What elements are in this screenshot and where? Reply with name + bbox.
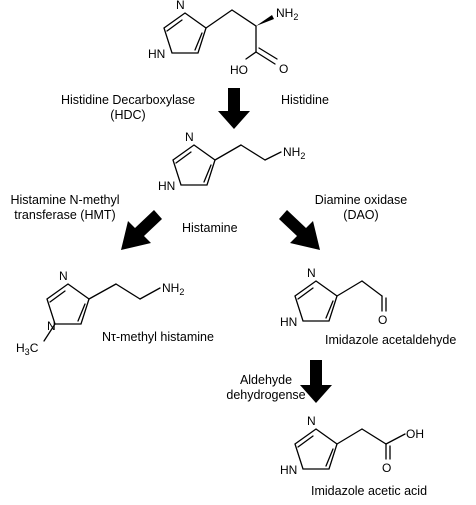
methylhistamine-name-prefix: N bbox=[102, 330, 112, 344]
histidine-ring-double-bond bbox=[166, 19, 183, 32]
acid-ring-double-bond bbox=[325, 448, 334, 467]
histamine-atom-n: N bbox=[185, 130, 194, 144]
histamine-name: Histamine bbox=[182, 221, 238, 235]
enzyme-hdc-line2: (HDC) bbox=[110, 108, 146, 122]
aldehyde-ring-double-bond bbox=[325, 300, 334, 319]
acid-ring bbox=[294, 428, 338, 470]
histamine-ring-double-bond bbox=[203, 164, 212, 183]
histamine-atom-nh2: NH2 bbox=[283, 145, 305, 161]
methylhistamine-name-tau: τ bbox=[111, 330, 116, 344]
histamine-chain-bond bbox=[240, 144, 266, 161]
methylhistamine-ring-double-bond bbox=[49, 290, 66, 303]
histidine-calpha-bond bbox=[231, 9, 257, 27]
histidine-atom-nh2: NH2 bbox=[276, 6, 298, 22]
methylhistamine-atom-n-top: N bbox=[59, 269, 68, 283]
aldehyde-structure: N HN O bbox=[280, 266, 387, 329]
histidine-oh-bond bbox=[245, 51, 257, 60]
histidine-atom-o: O bbox=[279, 62, 288, 76]
histidine-ch2-bond bbox=[205, 9, 233, 29]
aldehyde-atom-n: N bbox=[307, 266, 316, 280]
aldehyde-ch2-bond bbox=[336, 280, 363, 297]
histamine-atom-hn: HN bbox=[158, 179, 175, 193]
methylhistamine-chain-bond bbox=[115, 283, 141, 300]
methylhistamine-amine-bond bbox=[139, 287, 161, 300]
arrow-aldh bbox=[300, 360, 332, 403]
acid-carboxyl-bond bbox=[361, 428, 387, 445]
enzyme-hmt-line1: Histamine N-methyl bbox=[10, 193, 120, 207]
methylhistamine-chain-bond bbox=[88, 283, 117, 300]
acid-atom-o: O bbox=[382, 461, 391, 475]
histidine-atom-n: N bbox=[176, 0, 185, 12]
acid-ring-double-bond bbox=[297, 435, 314, 448]
acid-structure: N HN OH O bbox=[280, 414, 424, 477]
methylhistamine-atom-h3c: H3C bbox=[16, 341, 39, 357]
histamine-ring bbox=[172, 144, 216, 186]
enzyme-hdc-line1: Histidine Decarboxylase bbox=[60, 93, 196, 107]
aldehyde-cho-bond bbox=[361, 280, 383, 297]
aldehyde-atom-o: O bbox=[378, 313, 387, 327]
aldehyde-atom-hn: HN bbox=[280, 315, 297, 329]
arrow-hmt bbox=[121, 210, 162, 250]
enzyme-dao-line2: (DAO) bbox=[343, 208, 379, 222]
methylhistamine-atom-nh2: NH2 bbox=[162, 281, 184, 297]
acid-ch2-bond bbox=[336, 428, 363, 445]
histamine-structure: N HN NH2 bbox=[158, 130, 305, 193]
histidine-ring-double-bond bbox=[194, 32, 203, 51]
histidine-structure: N HN NH2 HO O bbox=[148, 0, 298, 77]
enzyme-hdc-label: Histidine Decarboxylase (HDC) bbox=[30, 93, 226, 123]
histidine-atom-hn: HN bbox=[148, 47, 165, 61]
methylhistamine-ring bbox=[46, 283, 90, 325]
methylhistamine-name: Nτ-methyl histamine bbox=[102, 330, 214, 345]
histidine-atom-ho: HO bbox=[230, 63, 248, 77]
enzyme-dao-line1: Diamine oxidase bbox=[314, 193, 408, 207]
methylhistamine-methyl-bond bbox=[43, 323, 56, 342]
acid-name: Imidazole acetic acid bbox=[311, 484, 428, 498]
methylhistamine-structure: N N H3C NH2 bbox=[16, 269, 184, 357]
enzyme-aldh-line2: dehydrogense bbox=[226, 388, 306, 402]
aldehyde-ring-double-bond bbox=[297, 287, 314, 300]
acid-atom-hn: HN bbox=[280, 463, 297, 477]
arrow-hdc bbox=[218, 88, 250, 129]
histidine-co-double-bond bbox=[258, 47, 278, 60]
enzyme-dao-label: Diamine oxidase (DAO) bbox=[306, 193, 416, 223]
enzyme-aldh-line1: Aldehyde bbox=[239, 373, 293, 387]
histidine-ring bbox=[163, 12, 207, 54]
acid-atom-n: N bbox=[307, 414, 316, 428]
acid-atom-oh: OH bbox=[406, 427, 424, 441]
histamine-chain-bond bbox=[214, 144, 242, 161]
aldehyde-name: Imidazole acetaldehyde bbox=[325, 333, 457, 347]
arrow-dao bbox=[279, 210, 320, 250]
aldehyde-ring bbox=[294, 280, 338, 322]
acid-oh-bond bbox=[385, 433, 406, 445]
methylhistamine-name-suffix: -methyl histamine bbox=[115, 330, 214, 344]
enzyme-hmt-label: Histamine N-methyl transferase (HMT) bbox=[0, 193, 130, 223]
histamine-ring-double-bond bbox=[175, 151, 192, 164]
enzyme-aldh-label: Aldehyde dehydrogense bbox=[218, 373, 314, 403]
histidine-name: Histidine bbox=[281, 93, 329, 107]
histidine-co-bond bbox=[255, 51, 276, 65]
histamine-amine-bond bbox=[264, 151, 282, 161]
methylhistamine-ring-double-bond bbox=[77, 303, 86, 322]
histidine-wedge-bond bbox=[256, 15, 274, 26]
methylhistamine-atom-n-ring: N bbox=[47, 319, 56, 333]
enzyme-hmt-line2: transferase (HMT) bbox=[14, 208, 116, 222]
